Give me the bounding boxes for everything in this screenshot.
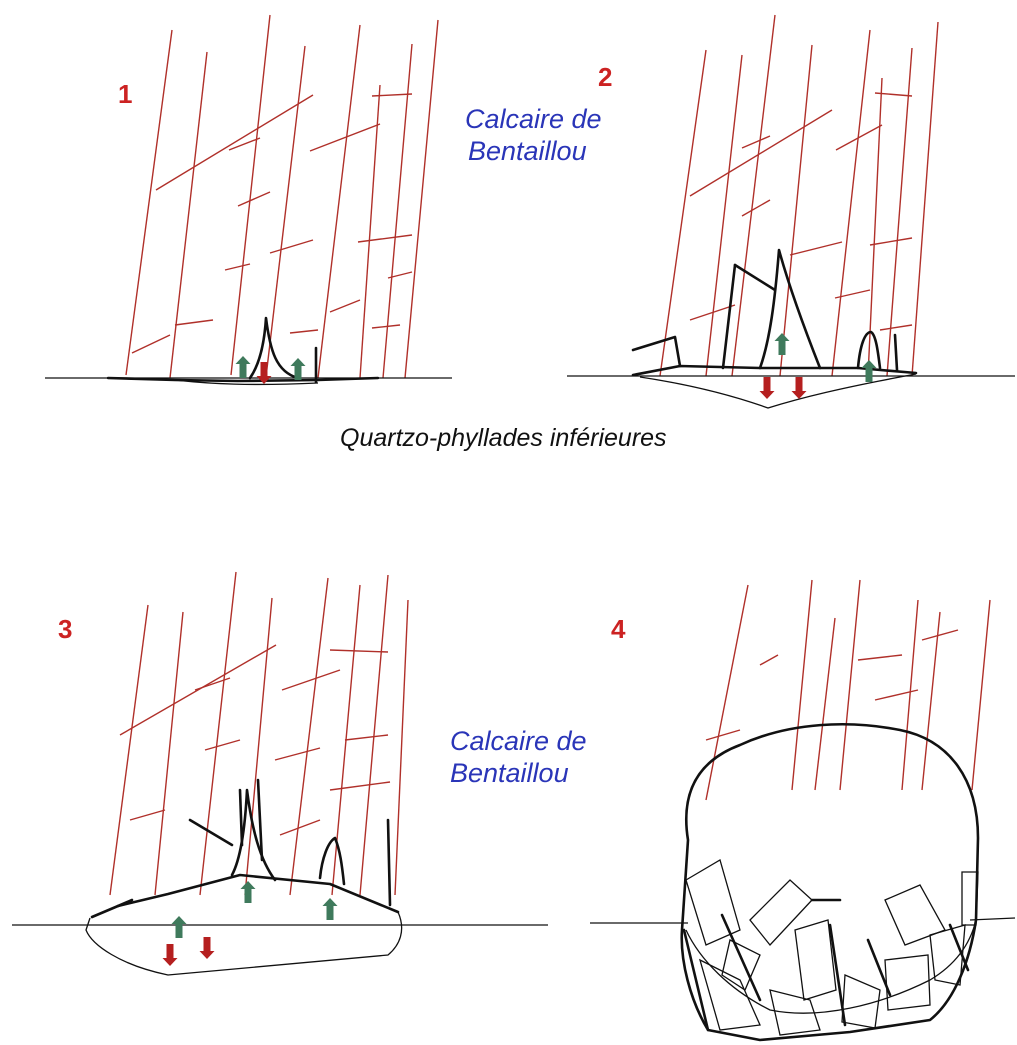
arrow-up-icon <box>241 881 256 903</box>
collapse-fractures <box>86 780 402 975</box>
arrow-down-icon <box>163 944 178 966</box>
arrow-down-icon <box>200 937 215 959</box>
panel-4: 4 <box>590 580 1015 1040</box>
panel-number-3: 3 <box>58 614 72 644</box>
arrow-up-icon <box>236 356 251 378</box>
bedding-joints <box>126 15 438 378</box>
panel-1: 1 <box>45 15 452 384</box>
formation-label-limestone-top: Calcaire de Bentaillou <box>465 104 609 166</box>
arrow-down-icon <box>760 377 775 399</box>
panel-number-2: 2 <box>598 62 612 92</box>
arrow-down-icon <box>792 377 807 399</box>
bedding-joints <box>706 580 990 800</box>
panel-number-1: 1 <box>118 79 132 109</box>
arrow-up-icon <box>172 916 187 938</box>
arrow-up-icon <box>323 898 338 920</box>
panel-2: 2 <box>567 15 1015 408</box>
arrow-up-icon <box>775 333 790 355</box>
collapse-breccia <box>684 860 978 1035</box>
panel-number-4: 4 <box>611 614 626 644</box>
formation-label-schists: Quartzo-phyllades inférieures <box>340 424 667 452</box>
formation-label-limestone-bottom: Calcaire de Bentaillou <box>450 726 594 788</box>
collapse-fractures <box>633 250 916 408</box>
bedding-joints <box>660 15 938 376</box>
arrow-up-icon <box>862 360 877 382</box>
